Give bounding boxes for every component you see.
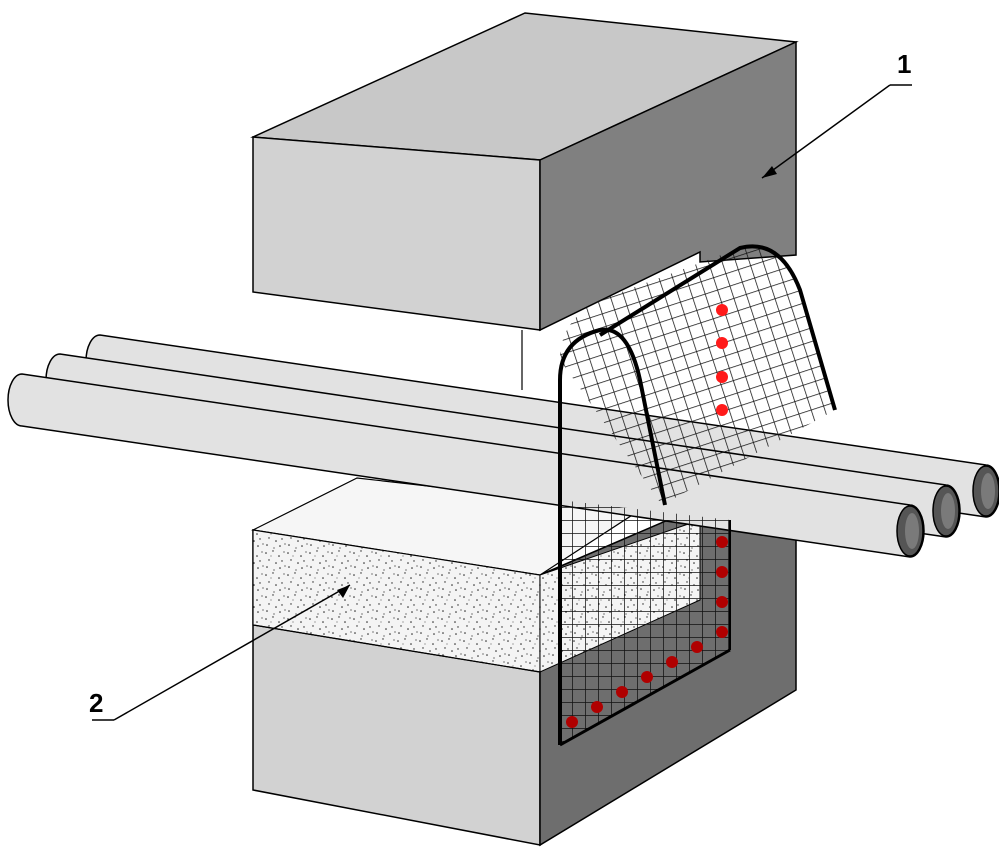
callout-2-label: 2	[89, 688, 103, 718]
marker-lower-10	[566, 716, 578, 728]
marker-lower-2	[716, 566, 728, 578]
marker-lower-8	[616, 686, 628, 698]
pipes	[7, 334, 999, 558]
marker-upper-2	[716, 337, 728, 349]
marker-upper-1	[716, 304, 728, 316]
red-dot-markers	[566, 304, 728, 728]
marker-lower-4	[716, 626, 728, 638]
marker-lower-6	[666, 656, 678, 668]
callout-2: 2	[89, 584, 351, 721]
marker-lower-3	[716, 596, 728, 608]
pipe-front	[7, 373, 925, 558]
callout-1: 1	[761, 49, 912, 179]
marker-lower-9	[591, 701, 603, 713]
marker-upper-4	[716, 404, 728, 416]
marker-lower-7	[641, 671, 653, 683]
marker-lower-5	[691, 641, 703, 653]
marker-upper-3	[716, 371, 728, 383]
marker-lower-1	[716, 536, 728, 548]
callout-1-label: 1	[897, 49, 911, 79]
